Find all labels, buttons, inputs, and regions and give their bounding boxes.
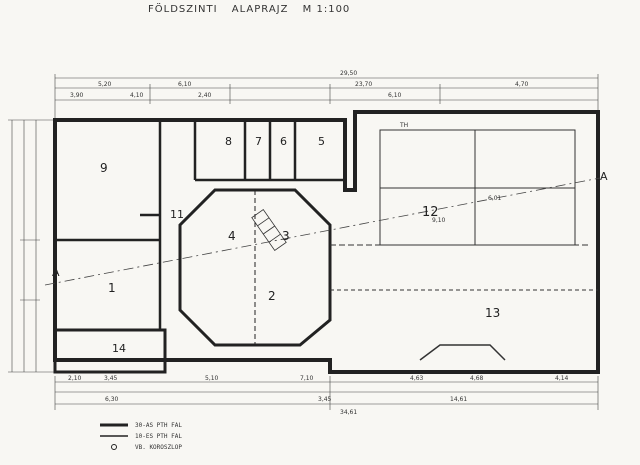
dim-top-d: 4,70 [515, 81, 529, 88]
scale-label: M 1:100 [302, 4, 351, 15]
section-mark-left: A [52, 266, 60, 279]
octagon-room-walls [178, 188, 332, 347]
drawing-title: FÖLDSZINTI ALAPRAJZ M 1:100 [148, 4, 360, 15]
legend: 30-AS PTH FAL 10-ES PTH FAL VB. KOROSZLO… [100, 422, 182, 451]
room-label-5: 5 [318, 135, 325, 148]
dim-bottom-c: 5,10 [205, 375, 219, 382]
room-label-1: 1 [108, 281, 116, 295]
dim-bottom-h: 6,30 [105, 396, 119, 403]
top-dimension-lines [54, 74, 599, 118]
dim-bottom-b: 3,45 [104, 375, 118, 382]
inner-walls [55, 120, 345, 332]
room-label-12: 12 [422, 205, 439, 220]
dim-bottom-e: 4,63 [410, 375, 424, 382]
dim-room12-height: 6,01 [488, 195, 502, 202]
legend-item-3: VB. KOROSZLOP [135, 444, 182, 451]
room-label-13: 13 [485, 306, 500, 320]
dim-bottom-a: 2,10 [68, 375, 82, 382]
dim-bottom-g: 4,14 [555, 375, 569, 382]
room-label-3: 3 [282, 229, 290, 243]
dim-top-e: 4,10 [130, 92, 144, 99]
outer-walls [53, 110, 600, 374]
dim-bottom-d: 7,10 [300, 375, 314, 382]
room-label-11: 11 [170, 208, 184, 221]
left-dimension-lines [8, 119, 55, 373]
room-label-4: 4 [228, 229, 236, 243]
title-word-2: ALAPRAJZ [231, 4, 289, 15]
dim-top-a: 5,20 [98, 81, 112, 88]
large-hall-lines [330, 129, 598, 361]
dim-top-c: 6,10 [388, 92, 402, 99]
dim-top-sub: 23,70 [355, 81, 372, 88]
legend-item-2: 10-ES PTH FAL [135, 433, 182, 440]
title-word-1: FÖLDSZINTI [148, 4, 218, 15]
stair-symbol [251, 209, 287, 251]
room-label-7: 7 [255, 135, 262, 148]
dim-top-f: 2,40 [198, 92, 212, 99]
dim-bottom-j: 14,61 [450, 396, 467, 403]
room-label-14: 14 [112, 342, 126, 355]
north-mark: TH [399, 122, 408, 129]
dim-bottom-f: 4,68 [470, 375, 484, 382]
room-label-9: 9 [100, 161, 108, 175]
dim-top-g: 3,90 [70, 92, 84, 99]
room-label-2: 2 [268, 289, 276, 303]
dim-bottom-i: 3,45 [318, 396, 332, 403]
bottom-dimension-lines [54, 376, 599, 410]
legend-item-1: 30-AS PTH FAL [135, 422, 182, 429]
room-label-6: 6 [280, 135, 287, 148]
dim-bottom-total: 34,61 [340, 409, 357, 416]
section-line [44, 177, 601, 286]
dim-top-b: 6,10 [178, 81, 192, 88]
section-mark-right: A [600, 170, 608, 183]
dim-room12-width: 9,10 [432, 217, 446, 224]
room-label-8: 8 [225, 135, 232, 148]
dim-top-total: 29,50 [340, 70, 357, 77]
